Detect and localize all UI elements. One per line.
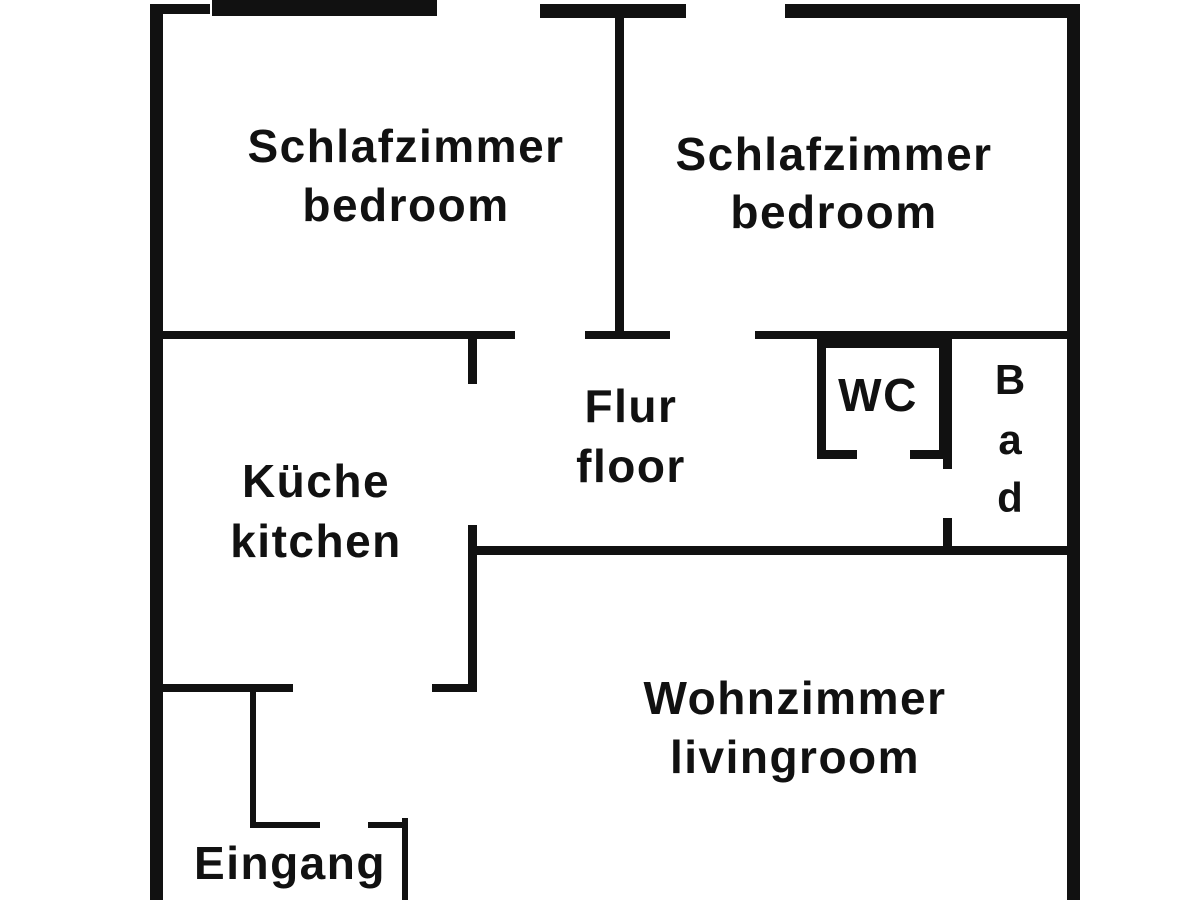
bedroom-bottom-wall [585, 331, 670, 339]
interior-walls [163, 14, 1067, 900]
kitchen-right-wall [468, 339, 477, 384]
kitchen-right-wall [468, 525, 477, 690]
living-label-de: Wohnzimmer [644, 672, 947, 724]
wc-wall-bottom [817, 450, 857, 459]
bedroom-divider-wall [615, 14, 624, 336]
bedroom-bottom-wall [163, 331, 515, 339]
kitchen-label-en: kitchen [230, 515, 402, 567]
exterior-walls [150, 0, 1080, 900]
wc-label: WC [838, 369, 918, 421]
bedroom-left-label-en: bedroom [302, 179, 509, 231]
entrance-wall [368, 822, 408, 828]
hallway-bottom-wall [477, 546, 1067, 555]
top-wall-segment [150, 4, 210, 14]
hallway-label-en: floor [576, 440, 686, 492]
wc-wall-top [817, 339, 948, 348]
kitchen-label-de: Küche [242, 455, 390, 507]
wc-wall-left [817, 339, 826, 459]
kitchen-bottom-wall [163, 684, 293, 692]
bath-left-wall [943, 518, 952, 555]
bedroom-right-label-en: bedroom [730, 186, 937, 238]
entrance-wall [250, 822, 320, 828]
top-wall-segment [785, 4, 1080, 18]
bath-left-wall [943, 339, 952, 469]
entrance-label: Eingang [194, 837, 386, 889]
kitchen-bottom-wall [432, 684, 477, 692]
top-wall-segment [540, 4, 686, 18]
bath-label-letter-2: a [998, 416, 1022, 463]
bedroom-bottom-wall [755, 331, 1067, 339]
bath-label-letter-3: d [997, 474, 1023, 521]
entrance-wall [250, 692, 256, 827]
top-wall-segment [212, 0, 437, 16]
wc-wall-bottom [910, 450, 948, 459]
entrance-wall [402, 818, 408, 900]
hallway-label-de: Flur [585, 380, 678, 432]
bedroom-right-label-de: Schlafzimmer [675, 128, 992, 180]
bedroom-left-label-de: Schlafzimmer [247, 120, 564, 172]
room-labels: Schlafzimmer bedroom Schlafzimmer bedroo… [194, 120, 1025, 889]
bath-label-letter-1: B [995, 356, 1025, 403]
living-label-en: livingroom [670, 731, 920, 783]
left-wall [150, 4, 163, 900]
right-wall [1067, 4, 1080, 900]
